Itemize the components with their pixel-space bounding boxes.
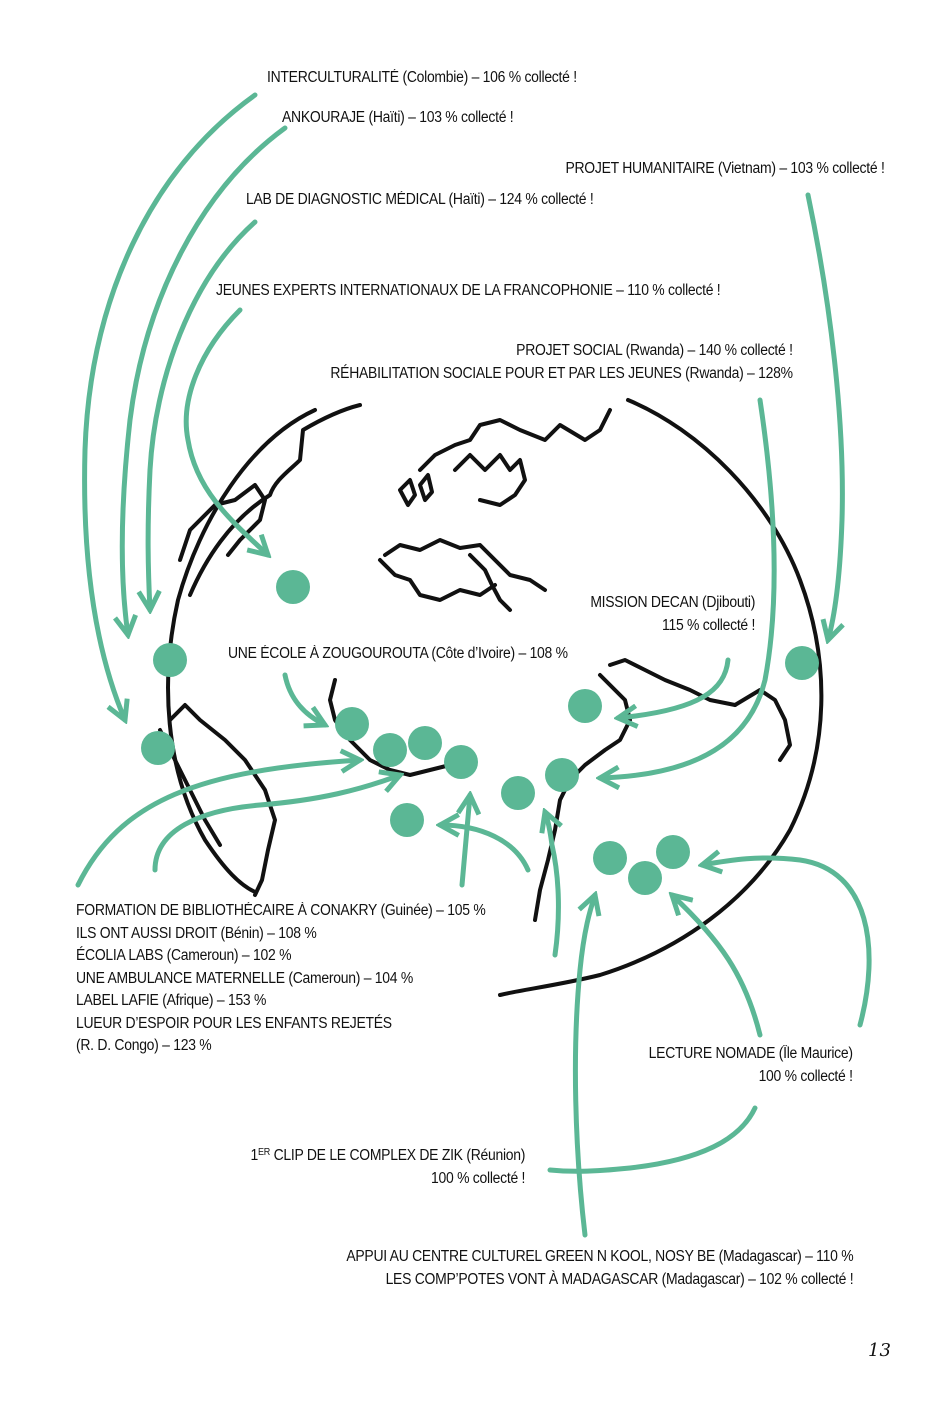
uk-2 [418,473,434,502]
label-complex-de-zik-line-1: 1ER CLIP DE LE COMPLEX DE ZIK (Réunion) [250,1142,525,1168]
americas-coast [188,403,362,597]
dot-benin [408,726,442,760]
label-ambulance: UNE AMBULANCE MATERNELLE (Cameroun) – 10… [76,969,414,987]
dot-guinee [335,707,369,741]
label-lecture-nomade: LECTURE NOMADE (Île Maurice) 100 % colle… [649,1043,853,1088]
label-ecolia: ÉCOLIA LABS (Cameroun) – 102 % [76,947,292,964]
dot-maurice [656,835,690,869]
label-ankouraje: ANKOURAJE (Haïti) – 103 % collecté ! [282,109,514,126]
label-madagascar: APPUI AU CENTRE CULTUREL GREEN N KOOL, N… [346,1246,853,1291]
dot-haiti-1 [276,570,310,604]
label-projet-humanitaire: PROJET HUMANITAIRE (Vietnam) – 103 % col… [565,160,885,177]
arabia [608,658,737,707]
arrow-ankouraje [122,125,288,635]
label-ecole-zougourouta: UNE ÉCOLE À ZOUGOUROUTA (Côte d’Ivoire) … [228,645,568,662]
arrow-madagascar [572,895,595,1238]
arrow-lab-diagnostic [148,219,258,610]
arrow-mission-decan [618,657,731,718]
page-number: 13 [868,1340,891,1361]
globe-right-rim [498,398,824,997]
clip-number: 1 [250,1147,258,1164]
arrow-conakry [75,760,360,888]
label-green-n-kool: APPUI AU CENTRE CULTUREL GREEN N KOOL, N… [345,1248,853,1265]
dot-madagascar-2 [628,861,662,895]
dot-madagascar-1 [593,841,627,875]
label-interculturalite: INTERCULTURALITÉ (Colombie) – 106 % coll… [267,69,577,86]
mediterranean [378,558,497,602]
dot-afrique [390,803,424,837]
label-conakry: FORMATION DE BIBLIOTHÉCAIRE À CONAKRY (G… [76,902,486,919]
label-lafie: LABEL LAFIE (Afrique) – 153 % [76,992,267,1009]
scandinavia [453,453,527,507]
africa-east [533,673,632,922]
dot-cote-ivoire [373,733,407,767]
arrow-projet-humanitaire [805,192,845,640]
dot-djibouti [568,689,602,723]
arrow-ecolia [462,795,470,888]
clip-superscript: ER [257,1147,270,1158]
dot-rdc [501,776,535,810]
uk-1 [398,478,417,507]
arrow-interculturalite [82,92,258,720]
iberia [383,538,547,592]
india [733,688,792,762]
arrow-jeunes-experts [183,307,268,555]
plain-lines [547,1105,758,1174]
label-mission-decan-line-1: MISSION DECAN (Djibouti) [590,594,755,611]
label-lecture-nomade-line-2: 100 % collecté ! [758,1067,853,1085]
label-complex-de-zik-line-2: 100 % collecté ! [430,1169,525,1187]
label-mission-decan: MISSION DECAN (Djibouti) 115 % collecté … [590,592,755,637]
africa-north [328,678,452,777]
arrow-benin [152,775,400,873]
label-mission-decan-line-2: 115 % collecté ! [661,616,755,634]
dot-colombie [141,731,175,765]
south-america [168,703,277,897]
label-projet-social-line: PROJET SOCIAL (Rwanda) – 140 % collecté … [516,342,793,359]
arrow-ambulance [440,825,531,873]
label-lecture-nomade-line-1: LECTURE NOMADE (Île Maurice) [648,1045,853,1062]
label-projet-social: PROJET SOCIAL (Rwanda) – 140 % collecté … [330,340,794,385]
italy [468,553,512,612]
label-lueur-2: (R. D. Congo) – 123 % [76,1037,212,1054]
label-benin: ILS ONT AUSSI DROIT (Bénin) – 108 % [76,924,317,942]
clip-title: CLIP DE LE COMPLEX DE ZIK (Réunion) [269,1147,525,1164]
line-reunion [547,1105,758,1174]
project-dots [141,570,819,895]
dot-cameroun [444,745,478,779]
arrow-label-lafie [545,812,558,958]
arrows [75,92,872,1238]
arrow-lecture-nomade-1 [672,895,763,1038]
label-complex-de-zik: 1ER CLIP DE LE COMPLEX DE ZIK (Réunion) … [250,1142,525,1190]
arrow-zougourouta [282,672,325,725]
label-lueur-1: LUEUR D’ESPOIR POUR LES ENFANTS REJETÉS [76,1014,392,1032]
dot-rwanda [545,758,579,792]
label-west-africa-group: FORMATION DE BIBLIOTHÉCAIRE À CONAKRY (G… [76,900,486,1058]
dot-vietnam [785,646,819,680]
arrow-rwanda [600,397,777,778]
label-lab-diagnostic: LAB DE DIAGNOSTIC MÉDICAL (Haïti) – 124 … [246,191,594,208]
label-rehabilitation-line: RÉHABILITATION SOCIALE POUR ET PAR LES J… [330,364,794,382]
dot-haiti-2 [153,643,187,677]
label-comp-potes: LES COMP’POTES VONT À MADAGASCAR (Madaga… [385,1270,853,1288]
label-jeunes-experts: JEUNES EXPERTS INTERNATIONAUX DE LA FRAN… [216,282,721,299]
arrow-lecture-nomade-2 [702,858,872,1028]
europe-coast [418,408,612,472]
